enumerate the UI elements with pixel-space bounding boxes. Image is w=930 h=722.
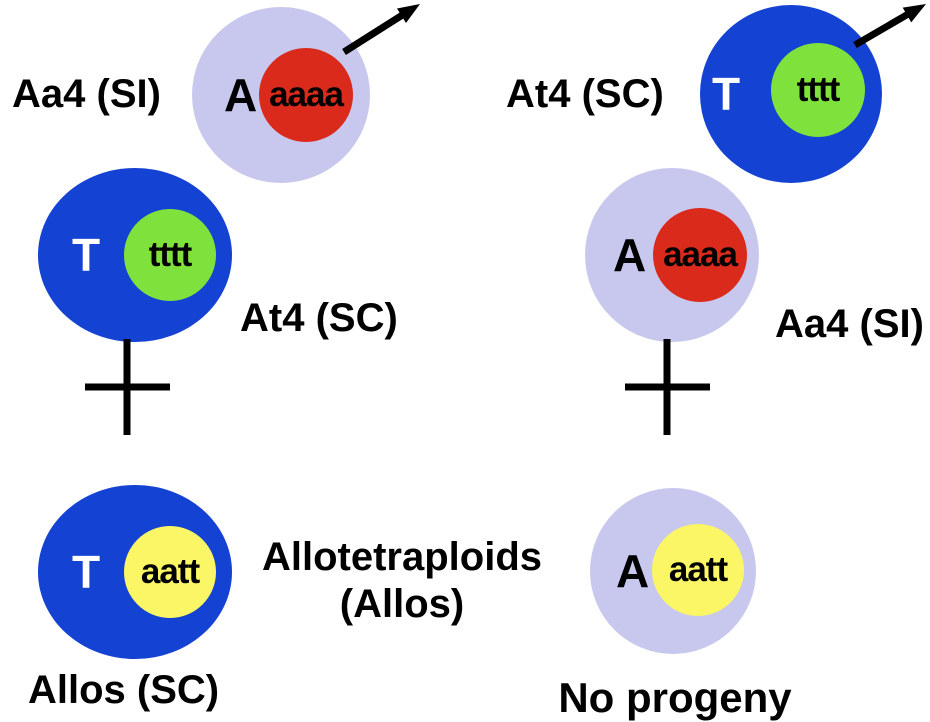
genome-letter: A [616, 545, 650, 597]
left-offspring-cell: T aatt [38, 485, 232, 659]
genotype-text: tttt [148, 235, 193, 274]
genome-letter: T [72, 546, 101, 598]
genotype-text: aatt [668, 550, 728, 589]
left-male-parent-cell: A aaaa [192, 7, 370, 183]
nucleus-circle: aatt [124, 526, 216, 618]
left-female-parent-cell: T tttt [38, 168, 232, 342]
male-pollen-arrow-icon [342, 4, 420, 55]
caption-line2: (Allos) [339, 582, 465, 626]
label-left-male-parent: Aa4 (SI) [12, 72, 161, 116]
label-no-progeny: No progeny [558, 674, 792, 721]
genome-letter: A [224, 69, 258, 121]
nucleus-circle: tttt [124, 209, 216, 301]
right-female-parent-cell: A aaaa [585, 168, 759, 342]
label-right-female-parent: Aa4 (SI) [775, 302, 924, 346]
right-offspring-cell: A aatt [590, 488, 756, 654]
genotype-text: aaaa [663, 235, 738, 274]
nucleus-circle: aaaa [259, 48, 353, 142]
male-pollen-arrow-icon [853, 4, 926, 49]
label-left-offspring: Allos (SC) [28, 668, 220, 712]
right-male-parent-cell: T tttt [700, 5, 882, 183]
offspring-caption: Allotetraploids (Allos) [250, 534, 554, 628]
genotype-text: aaaa [269, 75, 344, 114]
cross-plus-icon [625, 339, 710, 435]
caption-line1: Allotetraploids [261, 535, 543, 579]
genome-letter: A [613, 229, 647, 281]
label-left-female-parent: At4 (SC) [240, 296, 398, 340]
label-right-male-parent: At4 (SC) [506, 72, 664, 116]
nucleus-circle: tttt [771, 43, 865, 137]
cross-plus-icon [85, 339, 170, 435]
nucleus-circle: aatt [652, 524, 744, 616]
nucleus-circle: aaaa [653, 208, 747, 302]
genotype-text: tttt [796, 70, 841, 109]
genotype-text: aatt [140, 552, 200, 591]
genome-letter: T [712, 68, 741, 120]
genome-letter: T [72, 229, 101, 281]
